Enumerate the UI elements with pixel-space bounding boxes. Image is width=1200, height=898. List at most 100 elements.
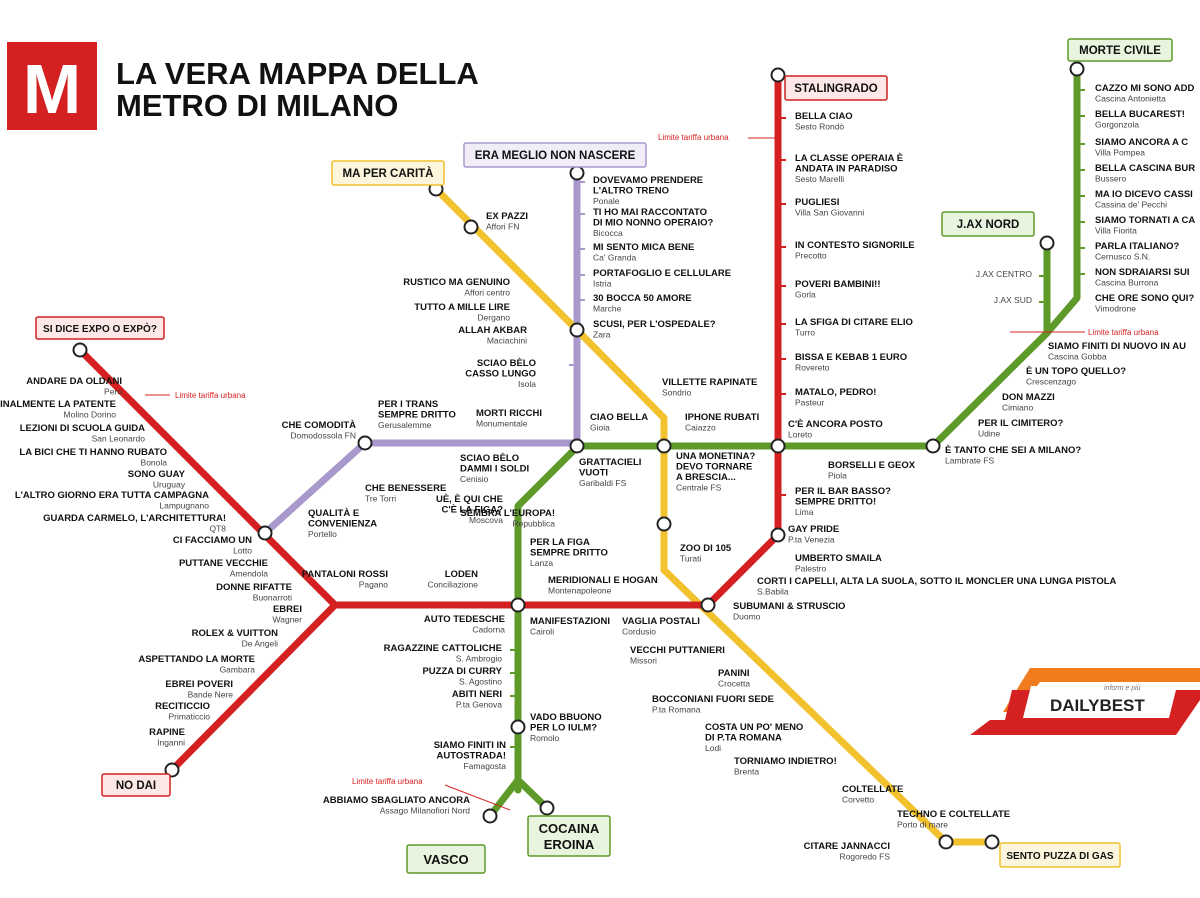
station-label: MATALO, PEDRO!Pasteur <box>795 387 876 408</box>
station-title: SCIAO BÈLO <box>460 453 519 464</box>
station-circle <box>770 527 786 543</box>
station-title: MI SENTO MICA BENE <box>593 242 694 253</box>
station-title: BELLA CASCINA BUR <box>1095 163 1195 174</box>
station-label: PER IL CIMITERO?Udine <box>978 418 1064 439</box>
station-title: CITARE JANNACCI <box>804 841 890 852</box>
tariff-markers: Limite tariffa urbana Limite tariffa urb… <box>145 133 1159 811</box>
station-subtitle: Cimiano <box>1002 403 1033 413</box>
station-subtitle: Primaticcio <box>168 712 210 722</box>
station-label: PARLA ITALIANO?Cernusco S.N. <box>1095 241 1179 262</box>
terminal-era-meglio: ERA MEGLIO NON NASCERE <box>475 150 636 162</box>
station-subtitle: Udine <box>978 429 1000 439</box>
station-title: RECITICCIO <box>155 701 210 712</box>
station-label: CORTI I CAPELLI, ALTA LA SUOLA, SOTTO IL… <box>757 576 1117 597</box>
station-title: DAMMI I SOLDI <box>460 464 529 475</box>
station-title: ANDATA IN PARADISO <box>795 164 898 175</box>
station-title: MATALO, PEDRO! <box>795 387 876 398</box>
tariff-label: Limite tariffa urbana <box>1088 328 1159 337</box>
station-subtitle: Corvetto <box>842 795 874 805</box>
station-subtitle: Ca' Granda <box>593 253 636 263</box>
terminal-no-dai: NO DAI <box>116 780 156 792</box>
station-title: SEMPRE DRITTO <box>378 410 456 421</box>
station-title: PORTAFOGLIO E CELLULARE <box>593 268 731 279</box>
station-subtitle: Cenisio <box>460 474 489 484</box>
station-title: GRATTACIELI <box>579 457 641 468</box>
brand-tagline: inform e più <box>1104 685 1141 692</box>
station-title: EBREI POVERI <box>165 679 233 690</box>
station-title: AUTO TEDESCHE <box>424 614 505 625</box>
station-title: PER IL BAR BASSO? <box>795 486 891 497</box>
station-title: A BRESCIA... <box>676 472 736 483</box>
station-title: PARLA ITALIANO? <box>1095 241 1179 252</box>
terminal-vasco: VASCO <box>423 852 468 867</box>
station-title: SCUSI, PER L'OSPEDALE? <box>593 319 716 330</box>
station-circle <box>164 762 180 778</box>
station-title: È UN TOPO QUELLO? <box>1026 366 1126 377</box>
station-title: ASPETTANDO LA MORTE <box>138 654 255 665</box>
station-title: SEMPRE DRITTO <box>530 548 608 559</box>
station-subtitle: Turro <box>795 328 815 338</box>
station-subtitle: Affori FN <box>486 222 519 232</box>
station-subtitle: Monumentale <box>476 419 528 429</box>
station-title: GUARDA CARMELO, L'ARCHITETTURA! <box>43 513 226 524</box>
station-subtitle: Amendola <box>230 569 269 579</box>
metro-logo <box>7 42 97 130</box>
station-circle <box>700 597 716 613</box>
side-label-jax-sud: J.AX SUD <box>994 295 1032 305</box>
terminal-ma-per-carita: MA PER CARITÀ <box>343 167 434 180</box>
station-title: AUTOSTRADA! <box>437 751 507 762</box>
station-label: BELLA BUCAREST!Gorgonzola <box>1095 109 1185 130</box>
station-subtitle: Bicocca <box>593 228 623 238</box>
station-title: RAPINE <box>149 727 185 738</box>
station-circle <box>72 342 88 358</box>
station-label: TORNIAMO INDIETRO!Brenta <box>734 756 837 777</box>
station-subtitle: Vimodrone <box>1095 304 1136 314</box>
station-title: LA BICI CHE TI HANNO RUBATO <box>19 447 167 458</box>
terminal-cocaina: COCAINA <box>539 821 600 836</box>
station-subtitle: QT8 <box>209 524 226 534</box>
station-title: CONVENIENZA <box>308 519 377 530</box>
station-title: VADO BBUONO <box>530 712 602 723</box>
station-subtitle: S. Agostino <box>459 677 502 687</box>
station-title: GAY PRIDE <box>788 524 839 535</box>
station-title: C'È ANCORA POSTO <box>788 419 883 430</box>
station-subtitle: Gorgonzola <box>1095 120 1139 130</box>
station-title: VECCHI PUTTANIERI <box>630 645 725 656</box>
station-subtitle: Lima <box>795 507 814 517</box>
station-subtitle: Sesto Rondò <box>795 122 844 132</box>
station-subtitle: Wagner <box>273 615 303 625</box>
station-title: PER LA FIGA <box>530 537 590 548</box>
station-title: È TANTO CHE SEI A MILANO? <box>945 445 1081 456</box>
station-label: POVERI BAMBINI!!Gorla <box>795 279 881 300</box>
station-title: PANTALONI ROSSI <box>302 569 388 580</box>
station-title: LODEN <box>445 569 478 580</box>
station-circle <box>569 438 585 454</box>
station-subtitle: Piola <box>828 471 847 481</box>
station-subtitle: Centrale FS <box>676 483 722 493</box>
station-circle <box>1069 61 1085 77</box>
station-subtitle: Cernusco S.N. <box>1095 252 1150 262</box>
station-subtitle: S. Ambrogio <box>456 654 503 664</box>
station-subtitle: Brenta <box>734 767 759 777</box>
station-subtitle: Zara <box>593 330 611 340</box>
station-title: DEVO TORNARE <box>676 462 752 473</box>
station-title: EBREI <box>273 604 302 615</box>
station-subtitle: Villa Fiorita <box>1095 226 1137 236</box>
station-title: COSTA UN PO' MENO <box>705 722 803 733</box>
station-title: ZOO DI 105 <box>680 543 732 554</box>
station-title: LA CLASSE OPERAIA È <box>795 153 903 164</box>
station-label: SEMBRA L'EUROPA!Repubblica <box>460 508 555 529</box>
station-title: SUBUMANI & STRUSCIO <box>733 601 845 612</box>
station-label: GUARDA CARMELO, L'ARCHITETTURA!QT8 <box>43 513 226 534</box>
